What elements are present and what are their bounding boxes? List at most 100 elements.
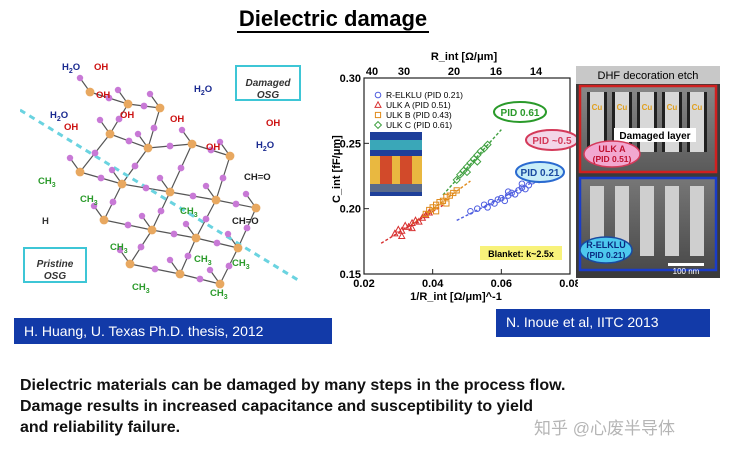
data-point xyxy=(484,204,491,211)
chem-label: CH3 xyxy=(132,282,150,295)
x-tick-label: 0.02 xyxy=(353,278,374,290)
body-line-2: Damage results in increased capacitance … xyxy=(20,398,534,415)
oxygen-atom xyxy=(189,192,197,200)
oxygen-atom xyxy=(116,246,124,254)
data-point xyxy=(522,185,529,193)
silicon-atom xyxy=(85,87,95,97)
damage-edge xyxy=(637,92,640,152)
chem-label: CH3 xyxy=(80,194,98,207)
chem-label: CH3 xyxy=(38,176,56,189)
data-point xyxy=(501,197,509,205)
oxygen-atom xyxy=(202,215,210,223)
body-text: Dielectric materials can be damaged by m… xyxy=(20,375,720,438)
oxygen-atom xyxy=(96,116,104,124)
oxygen-atom xyxy=(137,243,145,251)
data-point xyxy=(397,231,406,240)
oxygen-atom xyxy=(157,207,165,215)
copper-line xyxy=(690,186,704,256)
oxygen-atom xyxy=(184,252,192,260)
cu-label: Cu xyxy=(667,103,678,112)
oxygen-atom xyxy=(134,130,142,138)
oxygen-atom xyxy=(66,154,74,162)
data-point xyxy=(473,157,482,166)
y-tick-label: 0.15 xyxy=(340,269,361,281)
caption-right: N. Inoue et al, IITC 2013 xyxy=(496,309,710,337)
damaged-layer-label: Damaged layer xyxy=(619,131,690,142)
silicon-atom xyxy=(125,259,135,269)
chem-label: H2O xyxy=(50,110,68,123)
oxygen-atom xyxy=(138,212,146,220)
top-axis-label: R_int [Ω/μm] xyxy=(431,51,498,63)
data-point xyxy=(483,140,492,149)
silicon-atom xyxy=(165,187,175,197)
data-point xyxy=(422,210,429,217)
damage-edge xyxy=(662,92,665,152)
x-tick-label: 0.04 xyxy=(422,278,444,290)
oxygen-atom xyxy=(196,275,204,283)
x-tick-label: 0.06 xyxy=(491,278,512,290)
oxygen-atom xyxy=(142,184,150,192)
data-point xyxy=(404,222,413,230)
chem-label: CH3 xyxy=(110,242,128,255)
damage-edge xyxy=(629,92,632,152)
oxygen-atom xyxy=(206,266,214,274)
copper-line xyxy=(665,186,679,256)
chem-label: CH3 xyxy=(180,206,198,219)
damage-edge xyxy=(587,92,590,152)
chem-label: CH3 xyxy=(232,258,250,271)
data-point xyxy=(394,225,403,233)
legend-label: R-ELKLU (PID 0.21) xyxy=(386,90,463,100)
copper-line xyxy=(640,186,654,256)
chem-label: H2O xyxy=(62,62,80,75)
data-point xyxy=(491,200,498,207)
y-tick-label: 0.30 xyxy=(340,73,361,85)
data-point xyxy=(504,188,512,195)
oxygen-atom xyxy=(115,115,123,123)
data-point xyxy=(518,184,526,192)
svg-text:ULK A: ULK A xyxy=(598,144,626,154)
oxygen-atom xyxy=(150,124,158,132)
y-axis-label: C_int [fF/μm] xyxy=(331,135,343,203)
oxygen-atom xyxy=(146,90,154,98)
oxygen-atom xyxy=(219,174,227,182)
top-tick-label: 14 xyxy=(530,66,543,78)
legend-marker xyxy=(374,91,382,99)
copper-line xyxy=(665,92,679,152)
pid021-callout: PID 0.21 xyxy=(515,161,565,183)
silicon-atom xyxy=(117,179,127,189)
oxygen-atom xyxy=(90,202,98,210)
data-point xyxy=(443,193,450,201)
cu-label: Cu xyxy=(592,103,603,112)
silicon-atom xyxy=(187,139,197,149)
scale-label: 100 nm xyxy=(673,267,700,276)
body-line-3: and reliability failure. xyxy=(20,419,181,436)
oxygen-atom xyxy=(216,138,224,146)
cu-label: Cu xyxy=(642,103,653,112)
damage-edge xyxy=(604,92,607,152)
chem-label: H2O xyxy=(256,140,274,153)
svg-text:(PID 0.51): (PID 0.51) xyxy=(593,154,632,164)
damage-edge xyxy=(612,92,615,152)
chem-label: CH3 xyxy=(194,254,212,267)
oxygen-atom xyxy=(156,174,164,182)
legend-marker xyxy=(373,120,383,130)
cu-label: Cu xyxy=(617,103,628,112)
watermark: 知乎 @心废半导体 xyxy=(534,419,675,438)
data-point xyxy=(511,190,519,198)
chem-label: OH xyxy=(94,62,108,73)
chem-label: CH3 xyxy=(210,288,228,301)
x-axis-label: 1/R_int [Ω/μm]^-1 xyxy=(410,291,502,303)
data-point xyxy=(411,216,420,224)
silicon-atom xyxy=(233,243,243,253)
chem-label: H xyxy=(42,216,49,227)
top-tick-label: 30 xyxy=(398,66,410,78)
silicon-atom xyxy=(175,269,185,279)
chem-label: OH xyxy=(120,110,134,121)
damaged-osg-box xyxy=(235,65,301,101)
data-point xyxy=(401,221,410,229)
tem-title: DHF decoration etch xyxy=(598,70,699,82)
data-point xyxy=(436,199,443,206)
oxygen-atom xyxy=(166,142,174,150)
y-tick-label: 0.25 xyxy=(340,138,361,150)
